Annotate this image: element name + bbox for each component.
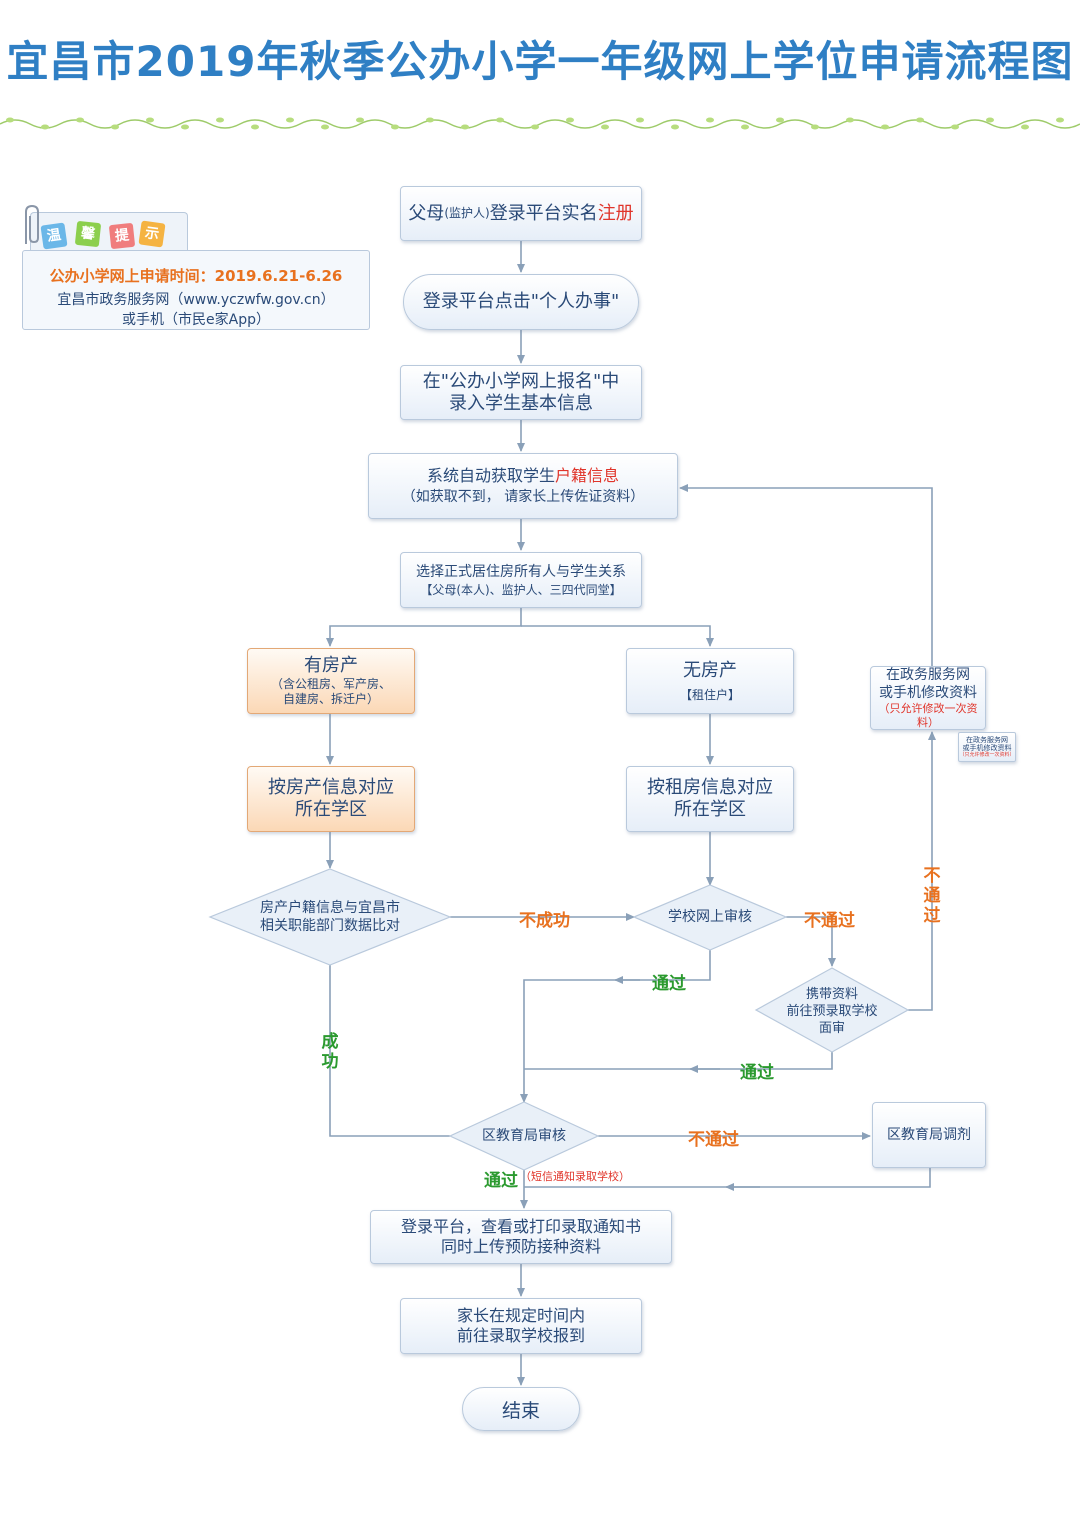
modify-line2: 或手机修改资料 <box>879 685 977 701</box>
compare-diamond <box>208 868 452 966</box>
bureau-adjust-step: 区教育局调剂 <box>872 1102 986 1168</box>
relation-line1: 选择正式居住房所有人与学生关系 <box>416 563 626 580</box>
school-review-diamond <box>632 884 788 951</box>
interview-text: 携带资料 前往预录取学校 面审 <box>762 986 902 1037</box>
end-text: 结束 <box>501 1399 540 1422</box>
no-property-title: 无房产 <box>683 659 737 681</box>
register-mid: 登录平台实名 <box>489 202 598 224</box>
no-property-sub: 【租住户】 <box>679 687 740 702</box>
huji-red: 户籍信息 <box>555 466 620 485</box>
property-district-step: 按房产信息对应 所在学区 <box>247 766 415 832</box>
vine-divider <box>0 117 1080 130</box>
interview-diamond <box>754 967 910 1053</box>
compare-line1: 房产户籍信息与宜昌市 <box>260 900 400 916</box>
rent-district-line1: 按租房信息对应 <box>647 777 773 798</box>
huji-text: 系统自动获取学生 <box>426 466 555 485</box>
register-small: (监护人) <box>444 206 490 220</box>
notice-step: 登录平台，查看或打印录取通知书 同时上传预防接种资料 <box>370 1210 672 1264</box>
modify-info-step: 在政务服务网 或手机修改资料 （只允许修改一次资料） <box>870 666 986 730</box>
label-not-pass-2: 不通过 <box>688 1130 739 1150</box>
tip-website: 宜昌市政务服务网（www.yczwfw.gov.cn） <box>57 292 335 308</box>
has-property-step: 有房产 （含公租房、军产房、 自建房、拆迁户） <box>247 648 415 714</box>
page-title: 宜昌市2019年秋季公办小学一年级网上学位申请流程图 <box>6 37 1074 86</box>
no-property-step: 无房产 【租住户】 <box>626 648 794 714</box>
has-property-sub1: （含公租房、军产房、 <box>270 677 391 691</box>
rent-district-step: 按租房信息对应 所在学区 <box>626 766 794 832</box>
label-fail: 不成功 <box>519 911 570 931</box>
modify-small-line3: （只允许修改一次资料） <box>959 751 1015 758</box>
huji-step: 系统自动获取学生户籍信息 （如获取不到， 请家长上传佐证资料） <box>368 453 678 519</box>
property-district-line2: 所在学区 <box>295 799 367 820</box>
bureau-review-text: 区教育局审核 <box>482 1128 566 1144</box>
modify-line1: 在政务服务网 <box>886 667 970 683</box>
register-red: 注册 <box>597 202 634 224</box>
relation-line2: 【父母(本人)、监护人、三四代同堂】 <box>420 582 622 597</box>
relation-step: 选择正式居住房所有人与学生关系 【父母(本人)、监护人、三四代同堂】 <box>400 552 642 608</box>
modify-info-small: 在政务服务网 或手机修改资料 （只允许修改一次资料） <box>958 732 1016 762</box>
label-pass-1: 通过 <box>652 974 686 994</box>
label-not-pass-vertical: 不通过 <box>923 866 941 926</box>
notice-line2: 同时上传预防接种资料 <box>440 1237 601 1256</box>
label-pass-3-note: （短信通知录取学校） <box>520 1170 630 1183</box>
report-line1: 家长在规定时间内 <box>456 1306 585 1325</box>
has-property-sub2: 自建房、拆迁户） <box>282 692 379 706</box>
end-step: 结束 <box>462 1387 580 1431</box>
bureau-adjust-text: 区教育局调剂 <box>887 1127 971 1143</box>
label-success: 成功 <box>321 1032 339 1072</box>
interview-line1: 携带资料 <box>805 987 858 1002</box>
personal-affairs-text: 登录平台点击"个人办事" <box>422 291 620 312</box>
rent-district-line2: 所在学区 <box>674 799 746 820</box>
label-pass-3: 通过 <box>484 1171 518 1191</box>
interview-line3: 面审 <box>818 1021 845 1036</box>
notice-line1: 登录平台，查看或打印录取通知书 <box>400 1217 641 1236</box>
enter-info-step: 在"公办小学网上报名"中 录入学生基本信息 <box>400 365 642 420</box>
modify-small-line1: 在政务服务网 <box>966 735 1008 744</box>
bureau-review-diamond <box>448 1101 600 1171</box>
personal-affairs-step: 登录平台点击"个人办事" <box>403 274 639 330</box>
register-pre: 父母 <box>408 202 445 224</box>
tip-box: 公办小学网上申请时间：2019.6.21-6.26 宜昌市政务服务网（www.y… <box>22 250 370 330</box>
tip-time: 公办小学网上申请时间：2019.6.21-6.26 <box>49 267 343 285</box>
report-line2: 前往录取学校报到 <box>456 1326 585 1345</box>
label-not-pass-1: 不通过 <box>804 911 855 931</box>
modify-small-line2: 或手机修改资料 <box>962 743 1012 752</box>
huji-sub: （如获取不到， 请家长上传佐证资料） <box>401 489 645 505</box>
enter-info-line2: 录入学生基本信息 <box>449 392 593 414</box>
interview-line2: 前往预录取学校 <box>786 1004 878 1019</box>
property-district-line1: 按房产信息对应 <box>268 777 394 798</box>
compare-line2: 相关职能部门数据比对 <box>260 918 400 934</box>
school-review-text: 学校网上审核 <box>668 909 752 925</box>
has-property-title: 有房产 <box>304 655 358 676</box>
tip-app: 或手机（市民e家App） <box>122 312 270 328</box>
label-pass-2: 通过 <box>740 1063 774 1083</box>
enter-info-line1: 在"公办小学网上报名"中 <box>422 370 620 392</box>
modify-sub: （只允许修改一次资料） <box>878 702 978 729</box>
report-step: 家长在规定时间内 前往录取学校报到 <box>400 1298 642 1354</box>
compare-text: 房产户籍信息与宜昌市 相关职能部门数据比对 <box>230 899 430 935</box>
register-step: 父母(监护人)登录平台实名注册 <box>400 186 642 241</box>
paperclip-icon <box>25 204 39 244</box>
